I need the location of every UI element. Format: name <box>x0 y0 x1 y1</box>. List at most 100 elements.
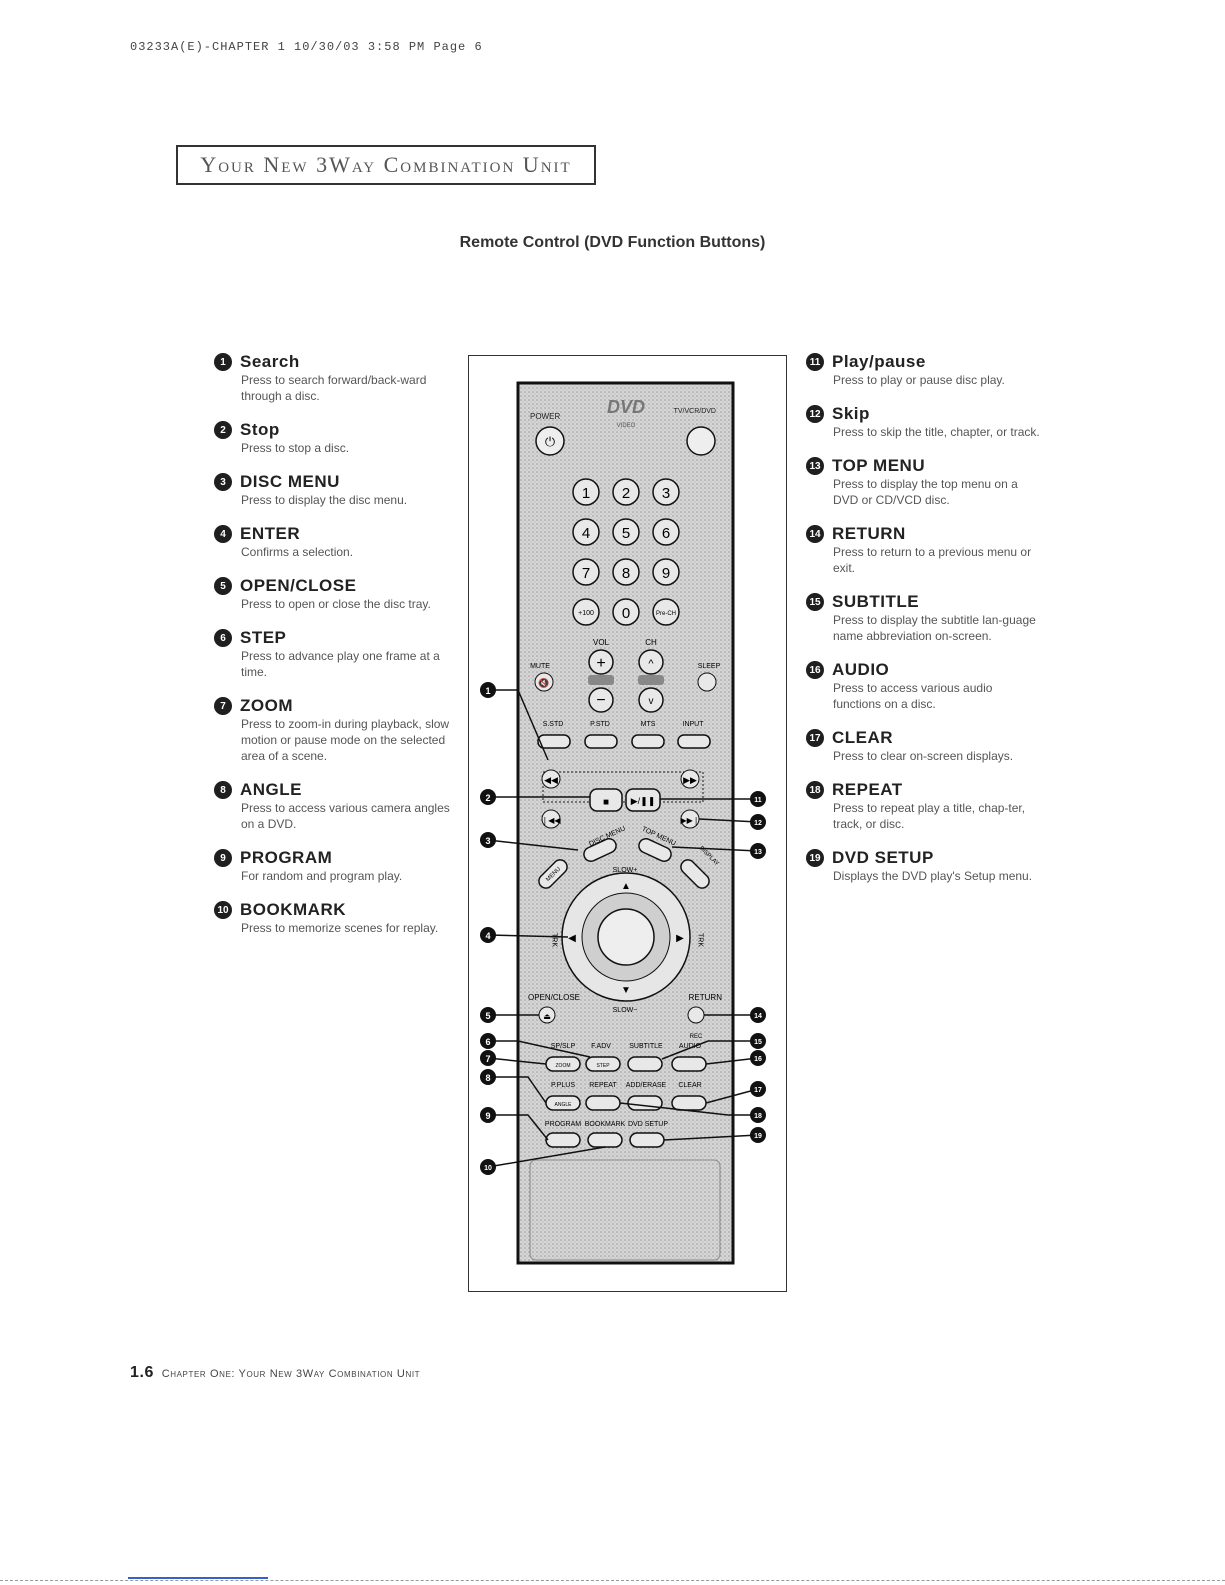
rewind-icon: ◀◀ <box>544 775 558 785</box>
ch-up-button[interactable] <box>638 649 664 675</box>
stop-icon: ■ <box>603 797 609 808</box>
mute-icon: 🔇 <box>538 677 549 688</box>
audio-button[interactable] <box>671 1056 707 1072</box>
rewind-button[interactable] <box>541 769 561 789</box>
display-button[interactable] <box>678 857 712 891</box>
badge-19: 19 <box>806 849 824 867</box>
sleep-label: SLEEP <box>698 663 721 670</box>
arrow-up-icon[interactable]: ▲ <box>621 881 631 892</box>
mute-button[interactable] <box>534 672 554 692</box>
item-desc: Press to return to a previous menu or ex… <box>833 545 1032 575</box>
mts-button[interactable] <box>631 734 665 749</box>
open-close-label: OPEN/CLOSE <box>528 993 580 1002</box>
item-desc: Displays the DVD play's Setup menu. <box>833 869 1033 883</box>
callout-lines <box>487 689 759 1168</box>
plus-icon: + <box>596 655 605 672</box>
item-desc: Press to display the subtitle lan-guage … <box>833 613 1036 643</box>
transport-dashed-box <box>542 771 704 803</box>
angle-label: ANGLE <box>555 1102 573 1108</box>
page-footer: 1.6 Chapter One: Your New 3Way Combinati… <box>130 1364 420 1382</box>
item-title: Skip <box>832 404 870 423</box>
bottom-link-underline[interactable] <box>128 1577 268 1579</box>
digit-button[interactable] <box>652 518 680 546</box>
digit-label: 9 <box>662 565 670 582</box>
fast-forward-button[interactable] <box>680 769 700 789</box>
badge-10: 10 <box>214 901 232 919</box>
sleep-button[interactable] <box>697 672 717 692</box>
item-desc: Press to display the top menu on a DVD o… <box>833 477 1018 507</box>
arrow-left-icon[interactable]: ◀ <box>568 933 576 944</box>
p-std-label: P.STD <box>590 721 610 728</box>
digit-button[interactable] <box>652 478 680 506</box>
callout-badge: 3 <box>485 836 490 846</box>
input-button[interactable] <box>677 734 711 749</box>
digit-button[interactable] <box>572 598 600 626</box>
digit-button[interactable] <box>612 558 640 586</box>
clear-button[interactable] <box>671 1095 707 1111</box>
item-desc: Press to display the disc menu. <box>241 493 408 507</box>
p-std-button[interactable] <box>584 734 618 749</box>
badge-7: 7 <box>214 697 232 715</box>
add-erase-button[interactable] <box>627 1095 663 1111</box>
digit-button[interactable] <box>652 558 680 586</box>
callout-badge: 9 <box>485 1111 490 1121</box>
digit-label: 5 <box>622 525 630 542</box>
remote-figure-frame <box>468 355 787 1292</box>
item-title: ENTER <box>240 524 301 543</box>
program-button[interactable] <box>545 1132 581 1148</box>
chapter-title-box: Your New 3Way Combination Unit <box>176 145 596 185</box>
arrow-down-icon[interactable]: ▼ <box>621 985 631 996</box>
ch-down-button[interactable] <box>638 687 664 713</box>
return-button[interactable] <box>687 1006 705 1024</box>
digit-button[interactable] <box>612 478 640 506</box>
return-label: RETURN <box>689 993 723 1002</box>
bottom-divider <box>0 1580 1225 1582</box>
digit-button[interactable] <box>572 558 600 586</box>
digit-button[interactable] <box>572 518 600 546</box>
arrow-right-icon[interactable]: ▶ <box>676 933 684 944</box>
f-adv-label: F.ADV <box>591 1043 611 1050</box>
vol-up-button[interactable] <box>588 649 614 675</box>
item-desc: Press to stop a disc. <box>241 441 350 455</box>
item-desc: Press to zoom-in during playback, slow m… <box>241 717 450 763</box>
badge-1: 1 <box>214 353 232 371</box>
menu-button[interactable] <box>536 857 570 891</box>
item-title: AUDIO <box>832 660 890 679</box>
callout-badge: 4 <box>485 931 490 941</box>
digit-button[interactable] <box>572 478 600 506</box>
digit-button[interactable] <box>612 598 640 626</box>
disc-menu-button[interactable] <box>582 836 619 863</box>
subtitle-button[interactable] <box>627 1056 663 1072</box>
chapter-title: Your New 3Way Combination Unit <box>200 152 572 177</box>
item-desc: Press to open or close the disc tray. <box>241 597 431 611</box>
bookmark-button[interactable] <box>587 1132 623 1148</box>
vol-down-button[interactable] <box>588 687 614 713</box>
digit-button[interactable] <box>652 598 680 626</box>
power-button[interactable] <box>535 426 565 456</box>
s-std-button[interactable] <box>537 734 571 749</box>
callout-badge: 12 <box>754 820 762 827</box>
step-button[interactable] <box>585 1056 621 1072</box>
callout-badge: 8 <box>485 1073 490 1083</box>
item-title: REPEAT <box>832 780 903 799</box>
play-pause-button[interactable] <box>625 788 661 812</box>
item-title: SUBTITLE <box>832 592 920 611</box>
mute-label: MUTE <box>530 663 550 670</box>
eject-icon: ⏏ <box>543 1012 551 1021</box>
badge-4: 4 <box>214 525 232 543</box>
vol-label: VOL <box>593 638 610 647</box>
stop-button[interactable] <box>589 788 623 812</box>
digit-label: 8 <box>622 565 630 582</box>
badge-16: 16 <box>806 661 824 679</box>
enter-button[interactable] <box>597 908 655 966</box>
digit-button[interactable] <box>612 518 640 546</box>
skip-back-button[interactable] <box>541 809 561 829</box>
top-menu-button[interactable] <box>637 836 674 863</box>
repeat-button[interactable] <box>585 1095 621 1111</box>
dvd-setup-button[interactable] <box>629 1132 665 1148</box>
tv-dvd-button[interactable] <box>686 426 716 456</box>
